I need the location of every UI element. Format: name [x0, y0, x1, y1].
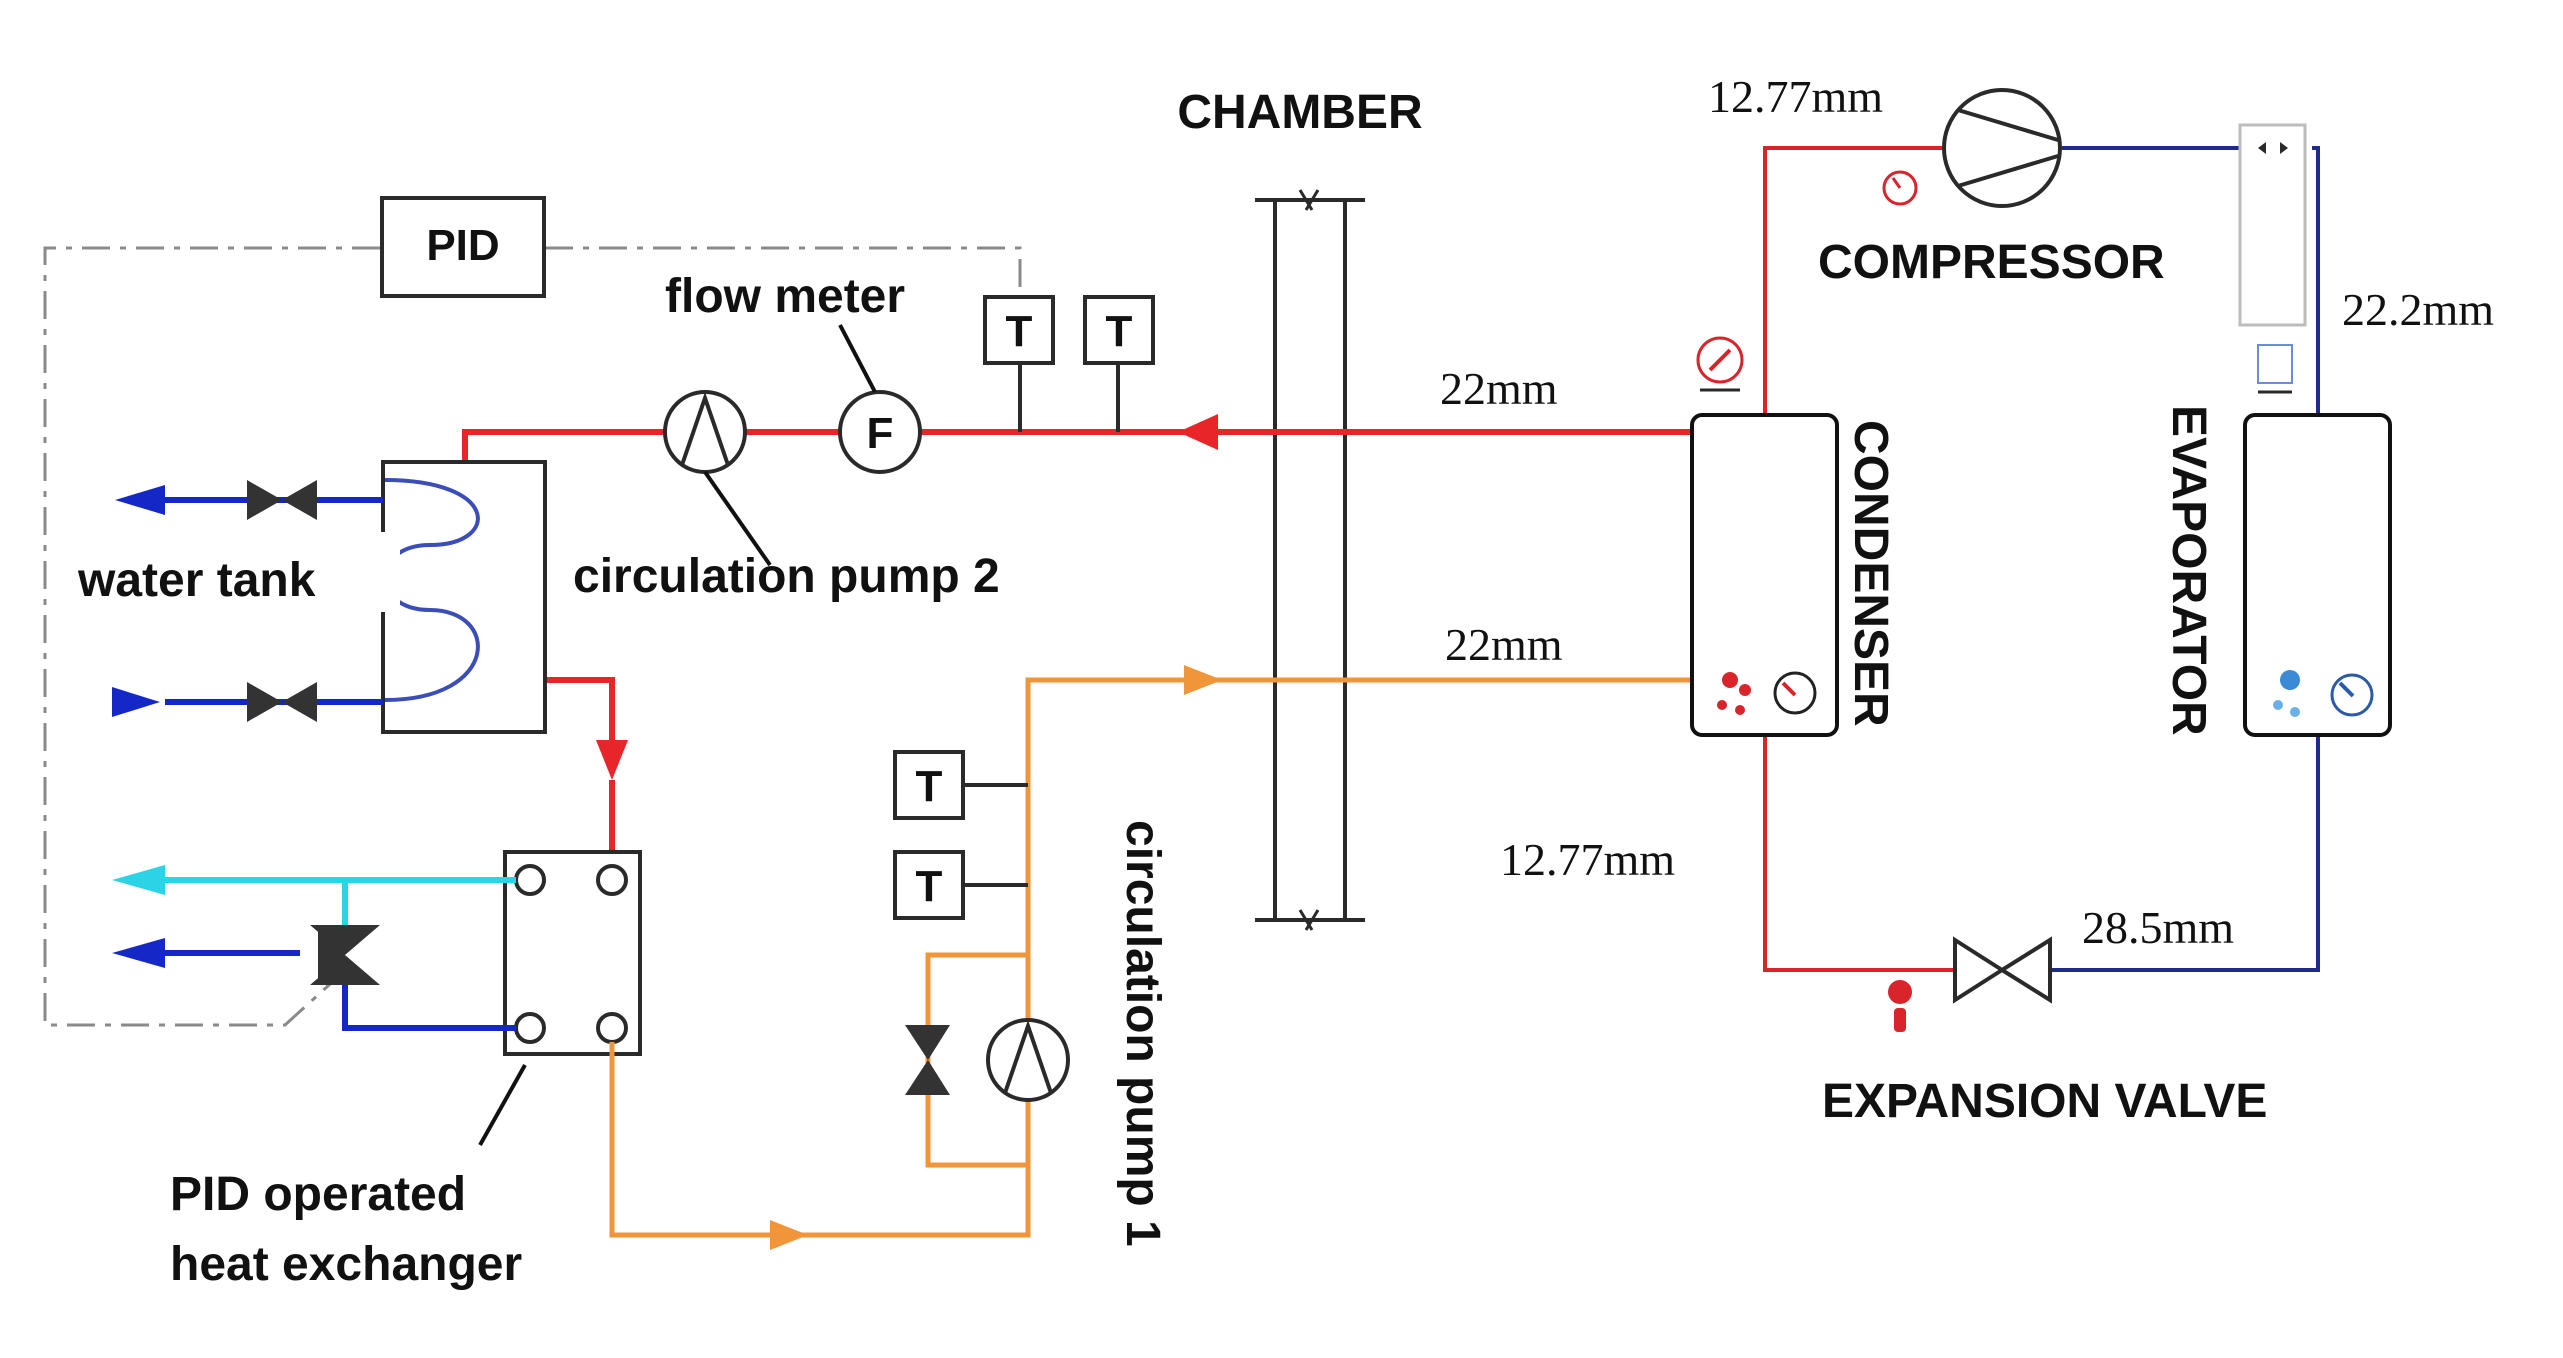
refrigerant-high-pressure-line — [1763, 146, 1955, 972]
flow-meter-label: flow meter — [665, 270, 905, 323]
expansion-valve-label: EXPANSION VALVE — [1822, 1075, 2267, 1128]
evaporator-label: EVAPORATOR — [2162, 405, 2215, 736]
chamber-wall — [1255, 189, 1365, 931]
flow-meter: F — [838, 390, 922, 474]
svg-text:T: T — [1006, 307, 1033, 356]
refrigerant-low-pressure-line — [2050, 146, 2320, 972]
bypass-valve — [905, 1025, 950, 1095]
pid-heat-exchanger — [503, 850, 642, 1056]
temperature-sensor: T — [983, 295, 1055, 365]
cold-water-pipe-size: 22mm — [1445, 619, 1563, 670]
evaporator — [2243, 413, 2392, 737]
temperature-sensor: T — [1083, 295, 1155, 365]
condenser-pressure-icon — [1696, 336, 1744, 392]
hot-water-line — [462, 414, 1690, 862]
expansion-outlet-pipe-size: 28.5mm — [2082, 902, 2234, 953]
evaporator-gauge-icon — [2330, 673, 2374, 717]
water-tank-label: water tank — [77, 554, 316, 607]
tank-outlet-valve — [247, 480, 317, 520]
evaporator-pipe-size: 22.2mm — [2342, 284, 2494, 335]
pressure-gauge-icon — [1882, 170, 1918, 206]
return-water-line — [609, 665, 1690, 1250]
condenser — [1690, 413, 1839, 737]
flow-meter-symbol: F — [867, 409, 894, 458]
svg-text:T: T — [916, 862, 943, 911]
chamber-label: CHAMBER — [1177, 86, 1422, 139]
condenser-liquid-pipe-size: 12.77mm — [1500, 834, 1675, 885]
condenser-label: CONDENSER — [1844, 420, 1897, 727]
pid-controller: PID — [380, 196, 546, 298]
water-tank — [381, 460, 547, 734]
filter-drier — [2238, 123, 2307, 327]
temperature-sensor: T — [893, 850, 965, 920]
three-way-valve — [310, 925, 380, 985]
temperature-sensor: T — [893, 750, 965, 820]
compressor-pipe-size: 12.77mm — [1708, 71, 1883, 122]
compressor — [1942, 88, 2062, 208]
svg-text:T: T — [916, 762, 943, 811]
circulation-pump-2 — [663, 390, 747, 474]
heat-exchanger-label-line1: PID operated — [170, 1168, 466, 1221]
tank-inlet-valve — [247, 682, 317, 722]
expansion-valve-sensor-icon — [1888, 980, 1912, 1032]
hot-water-pipe-size: 22mm — [1440, 363, 1558, 414]
refrigerant-droplet-icon — [1717, 672, 1751, 715]
flow-direction-icon — [2257, 344, 2293, 394]
pid-label: PID — [426, 221, 499, 270]
temperature-gauge-icon — [1773, 671, 1817, 715]
circulation-pump-2-label: circulation pump 2 — [573, 550, 1000, 603]
evaporator-droplet-icon — [2273, 670, 2300, 717]
circulation-pump-1-label: circulation pump 1 — [1116, 820, 1169, 1247]
circulation-pump-1 — [986, 1018, 1070, 1102]
compressor-label: COMPRESSOR — [1818, 236, 2165, 289]
svg-text:T: T — [1106, 307, 1133, 356]
expansion-valve — [1953, 936, 2052, 1004]
pid-control-line — [43, 246, 1022, 1027]
heat-exchanger-label-line2: heat exchanger — [170, 1238, 522, 1291]
